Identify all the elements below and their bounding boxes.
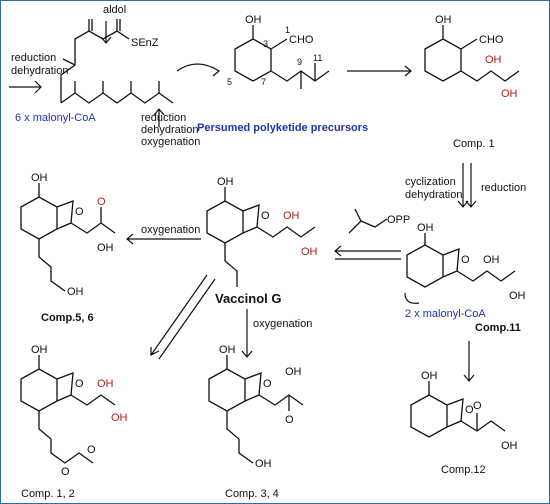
o-comp12r-keto: O [473,400,482,412]
o-comp11: O [461,254,470,266]
pos-5: 5 [227,77,232,87]
malonyl-2-label: 2 x malonyl-CoA [405,308,486,320]
oh-comp11-b: OH [509,290,526,302]
comp12-right-label: Comp.12 [441,464,486,476]
to-comp12-arrow-b [158,278,216,360]
oh-comp34: OH [219,344,236,356]
oh-comp12r: OH [421,370,438,382]
reduction-arrow-2 [153,108,165,127]
oh-comp1: OH [435,14,452,26]
senz-label: SEnZ [131,37,159,49]
dehydration-label-3: dehydration [405,189,463,201]
comp1-label: Comp. 1 [453,138,495,150]
cyclization-label: cyclization [405,176,456,188]
comp11-structure [406,233,516,288]
o-comp34-keto: O [285,414,294,426]
reduction-label-1: reduction [11,52,56,64]
comp1-structure [424,25,520,82]
opp-label: OPP [387,214,410,226]
o-comp12l-carbonyl: O [87,444,96,456]
oh-comp11: OH [417,222,434,234]
to-vaccinol-arrow-1 [334,245,401,257]
to-comp12-right-arrow [463,341,475,382]
precursor-structure [234,25,330,89]
oh-comp12r-b: OH [501,440,518,452]
malonyl-curve [404,292,420,304]
comp12-left-label: Comp. 1, 2 [21,488,75,500]
polyketide-chain [60,19,174,104]
to-comp1-arrow [347,65,412,77]
comp56-structure [20,183,116,292]
o-vaccinol: O [261,210,270,222]
oh-comp12l-b: OH [111,412,128,424]
to-precursor-arrow [176,63,221,77]
o-comp12l: O [75,378,84,390]
o-comp12r: O [465,404,474,416]
oh-vaccinol: OH [217,176,234,188]
reduction-label-3: reduction [481,182,526,194]
comp34-label: Comp. 3, 4 [225,488,279,500]
pos-1: 1 [285,25,290,35]
reduction-label-2: reduction [141,112,186,124]
oh-comp56-b: OH [67,286,84,298]
o-comp34: O [263,378,272,390]
o-comp56-keto: O [97,196,106,208]
oh-precursor: OH [245,14,262,26]
oxygenation-label-1: oxygenation [141,136,200,148]
pos-11: 11 [313,53,322,63]
to-comp12-arrow-a [150,274,208,356]
oh-vaccinol-b: OH [301,246,318,258]
oh-comp1-b: OH [501,88,518,100]
reduction-arrow-1 [9,80,42,94]
oh-comp56-a: OH [97,242,114,254]
aldol-arrow [100,21,112,44]
oh-comp1-a: OH [485,54,502,66]
oh-comp11-a: OH [483,254,500,266]
comp56-label: Comp.5, 6 [41,312,94,324]
oxygenation-label-3: oxygenation [253,318,312,330]
o-comp12l-ester: O [61,466,70,478]
vaccinol-label: Vaccinol G [215,291,281,306]
comp11-label: Comp.11 [475,322,521,334]
pos-7: 7 [261,77,266,87]
prenyl-opp [348,208,388,234]
dehydration-label-2: dehydration [141,124,199,136]
cho-comp1: CHO [479,34,504,46]
comp12-left-structure [20,355,116,464]
precursors-label: Persumed polyketide precursors [197,122,368,134]
o-comp56: O [75,206,84,218]
pos-9: 9 [297,57,302,67]
cyclization-arrow [457,163,469,208]
malonyl-6-label: 6 x malonyl-CoA [15,112,96,124]
to-comp56-arrow [126,233,201,245]
aldol-label: aldol [103,4,126,16]
oh-comp34-b: OH [255,458,272,470]
oh-comp12l: OH [31,344,48,356]
comp12-right-structure [410,381,506,438]
to-comp34-arrow [241,309,253,358]
comp34-structure [208,355,304,464]
dehydration-label-1: dehydration [11,65,69,77]
vaccinol-structure [206,187,316,287]
pos-3: 3 [263,39,268,49]
oxygenation-label-2: oxygenation [141,224,200,236]
oh-comp12l-a: OH [97,378,114,390]
oh-comp56: OH [31,172,48,184]
reduction-arrow-3 [465,163,477,208]
oh-vaccinol-a: OH [283,210,300,222]
oh-comp34-a: OH [285,366,302,378]
cho-precursor: CHO [289,34,314,46]
